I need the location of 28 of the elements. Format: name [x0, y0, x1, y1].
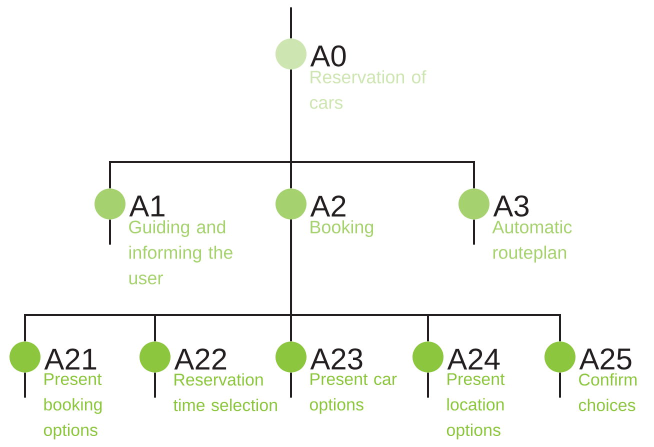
activity-title: Present booking options [44, 373, 102, 440]
activity-title: Present car options [310, 373, 397, 414]
connector-line [290, 70, 475, 188]
connector-line [290, 220, 561, 342]
activity-title: Automatic routeplan [492, 220, 572, 262]
activity-code: A21 [44, 348, 96, 370]
connector-line [559, 372, 561, 398]
activity-code: A3 [493, 195, 529, 217]
activity-title: Reservation of cars [310, 70, 426, 109]
activity-title: Booking [310, 220, 374, 237]
activity-code: A0 [310, 45, 346, 67]
activity-code: A24 [447, 348, 500, 370]
connector-line [154, 372, 156, 398]
activity-code: A2 [310, 196, 346, 216]
activity-title: Confirm choices [578, 373, 637, 412]
connector-line [290, 372, 292, 398]
activity-code: A22 [174, 348, 226, 370]
activity-code: A25 [579, 348, 632, 370]
connector-line [24, 372, 26, 398]
connector-line [473, 220, 475, 245]
activity-code: A23 [310, 348, 362, 370]
activity-code: A1 [129, 196, 164, 216]
activity-title: Reservation time selection [173, 373, 277, 412]
connector-line [427, 372, 429, 398]
connector-line [109, 220, 111, 245]
activity-title: Guiding and informing the user [129, 220, 232, 284]
connector-line [290, 7, 292, 38]
activity-title: Present location options [446, 373, 505, 440]
